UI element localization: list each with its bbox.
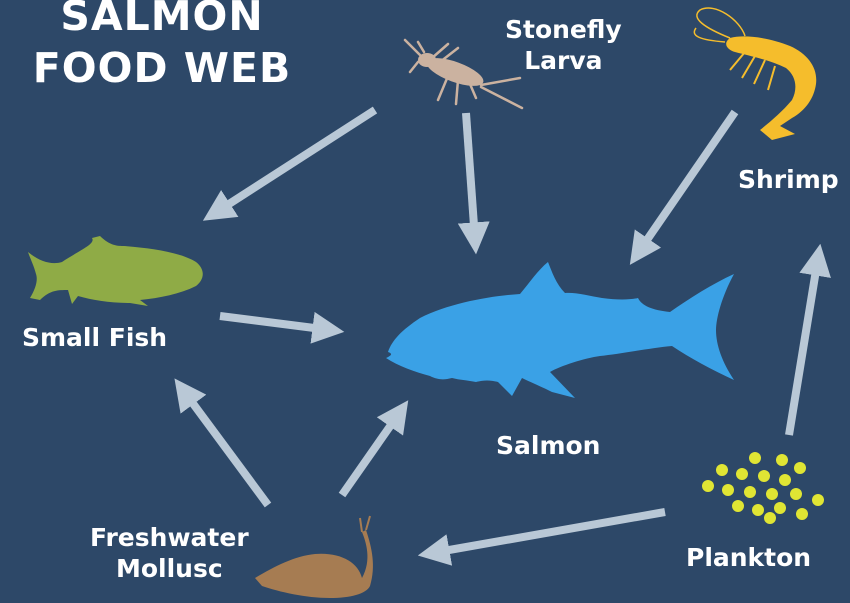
salmon-icon [386,262,734,398]
label-stonefly-larva: Stonefly Larva [505,14,622,76]
label-small-fish: Small Fish [22,322,167,353]
title-line-1: SALMON [12,0,312,42]
label-shrimp: Shrimp [738,164,839,195]
arrow-shrimp-to-salmon [638,112,735,253]
label-stonefly-line-1: Stonefly [505,14,622,45]
diagram-title: SALMON FOOD WEB [12,0,312,94]
arrow-mollusc-to-salmon [342,412,400,495]
arrow-mollusc-to-small-fish [183,390,268,505]
arrow-small-fish-to-salmon [220,316,330,330]
arrow-plankton-to-shrimp [789,258,818,435]
arrow-stonefly-to-small-fish [215,110,375,213]
small-fish-icon [28,236,203,306]
plankton-icon [702,452,824,524]
label-freshwater-mollusc: Freshwater Mollusc [90,522,249,584]
label-mollusc-line-2: Mollusc [90,553,249,584]
label-mollusc-line-1: Freshwater [90,522,249,553]
snail-icon [255,516,373,598]
label-salmon: Salmon [496,430,600,461]
arrow-stonefly-to-salmon [466,113,475,240]
shrimp-icon [694,8,816,140]
label-stonefly-line-2: Larva [505,45,622,76]
title-line-2: FOOD WEB [12,42,312,94]
arrow-plankton-to-mollusc [432,512,665,553]
label-plankton: Plankton [686,542,811,573]
